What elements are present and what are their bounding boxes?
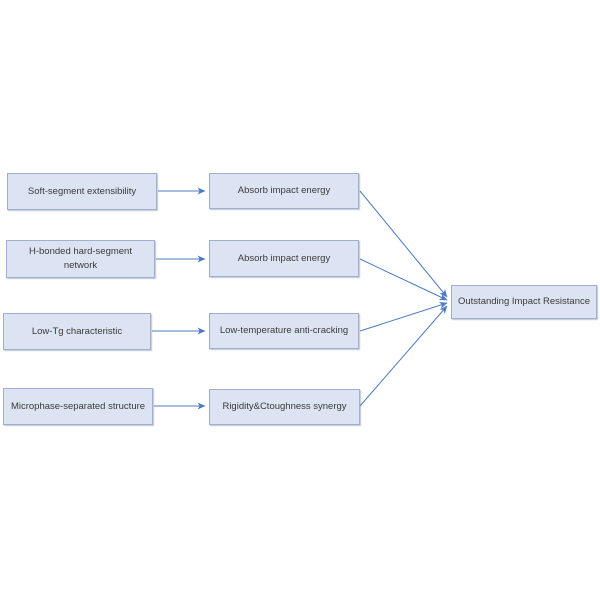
edge-anticracking-to-outstanding — [359, 301, 448, 332]
node-soft-segment-extensibility: Soft-segment extensibility — [7, 173, 157, 210]
node-absorb-impact-energy-1: Absorb impact energy — [209, 173, 359, 209]
node-label: Soft-segment extensibility — [27, 185, 137, 197]
node-outstanding-impact-resistance: Outstanding Impact Resistance — [451, 285, 597, 319]
node-label: Outstanding Impact Resistance — [458, 296, 591, 308]
node-label: Microphase-separated structure — [10, 400, 146, 412]
node-low-temperature-anti-cracking: Low-temperature anti-cracking — [209, 313, 359, 349]
node-h-bonded-hard-segment-network: H-bonded hard-segment network — [6, 240, 155, 278]
node-absorb-impact-energy-2: Absorb impact energy — [209, 240, 359, 277]
node-low-tg-characteristic: Low-Tg characteristic — [3, 313, 151, 350]
edge-synergy-to-outstanding — [359, 305, 448, 407]
edge-absorb2-to-outstanding — [359, 258, 448, 301]
node-label: Low-Tg characteristic — [31, 325, 123, 337]
node-label: Absorb impact energy — [237, 252, 331, 264]
node-label: Rigidity&Ctoughness synergy — [222, 401, 347, 413]
node-rigidity-toughness-synergy: Rigidity&Ctoughness synergy — [209, 389, 360, 425]
node-label: H-bonded hard-segment network — [29, 246, 132, 271]
edge-absorb1-to-outstanding — [359, 190, 448, 298]
node-label: Low-temperature anti-cracking — [219, 325, 349, 337]
node-microphase-separated-structure: Microphase-separated structure — [3, 388, 153, 425]
node-label: Absorb impact energy — [237, 185, 331, 197]
